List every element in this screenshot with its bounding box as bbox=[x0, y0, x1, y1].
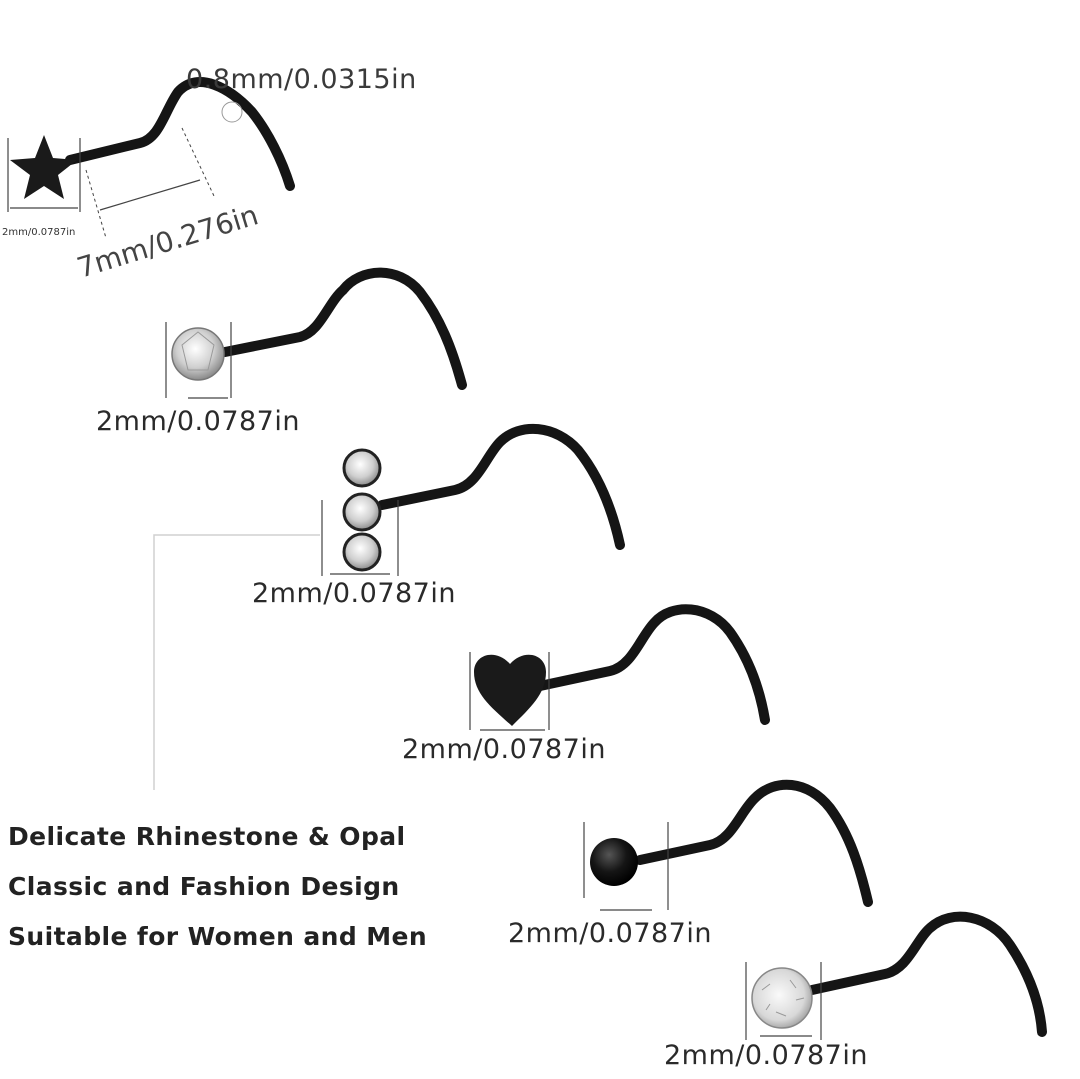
triple-crystal-nose-stud bbox=[321, 423, 625, 576]
star-size-label: 2mm/0.0787in bbox=[2, 227, 76, 238]
star-nose-stud bbox=[7, 77, 295, 239]
feature-line-3: Suitable for Women and Men bbox=[8, 922, 428, 951]
opal-nose-stud bbox=[745, 911, 1047, 1040]
wire-gauge-label: 0.8mm/0.0315in bbox=[186, 64, 417, 95]
guide-line bbox=[153, 534, 320, 790]
crystal-nose-stud bbox=[165, 267, 467, 399]
ball-size-label: 2mm/0.0787in bbox=[508, 918, 712, 949]
opal-size-label: 2mm/0.0787in bbox=[664, 1040, 868, 1071]
heart-nose-stud bbox=[469, 604, 770, 731]
crystal-size-label: 2mm/0.0787in bbox=[96, 406, 300, 437]
feature-line-2: Classic and Fashion Design bbox=[8, 872, 400, 901]
star-top bbox=[10, 135, 77, 199]
triple-crystal-size-label: 2mm/0.0787in bbox=[252, 578, 456, 609]
heart-size-label: 2mm/0.0787in bbox=[402, 734, 606, 765]
feature-line-1: Delicate Rhinestone & Opal bbox=[8, 822, 406, 851]
ball-nose-stud bbox=[583, 779, 873, 911]
